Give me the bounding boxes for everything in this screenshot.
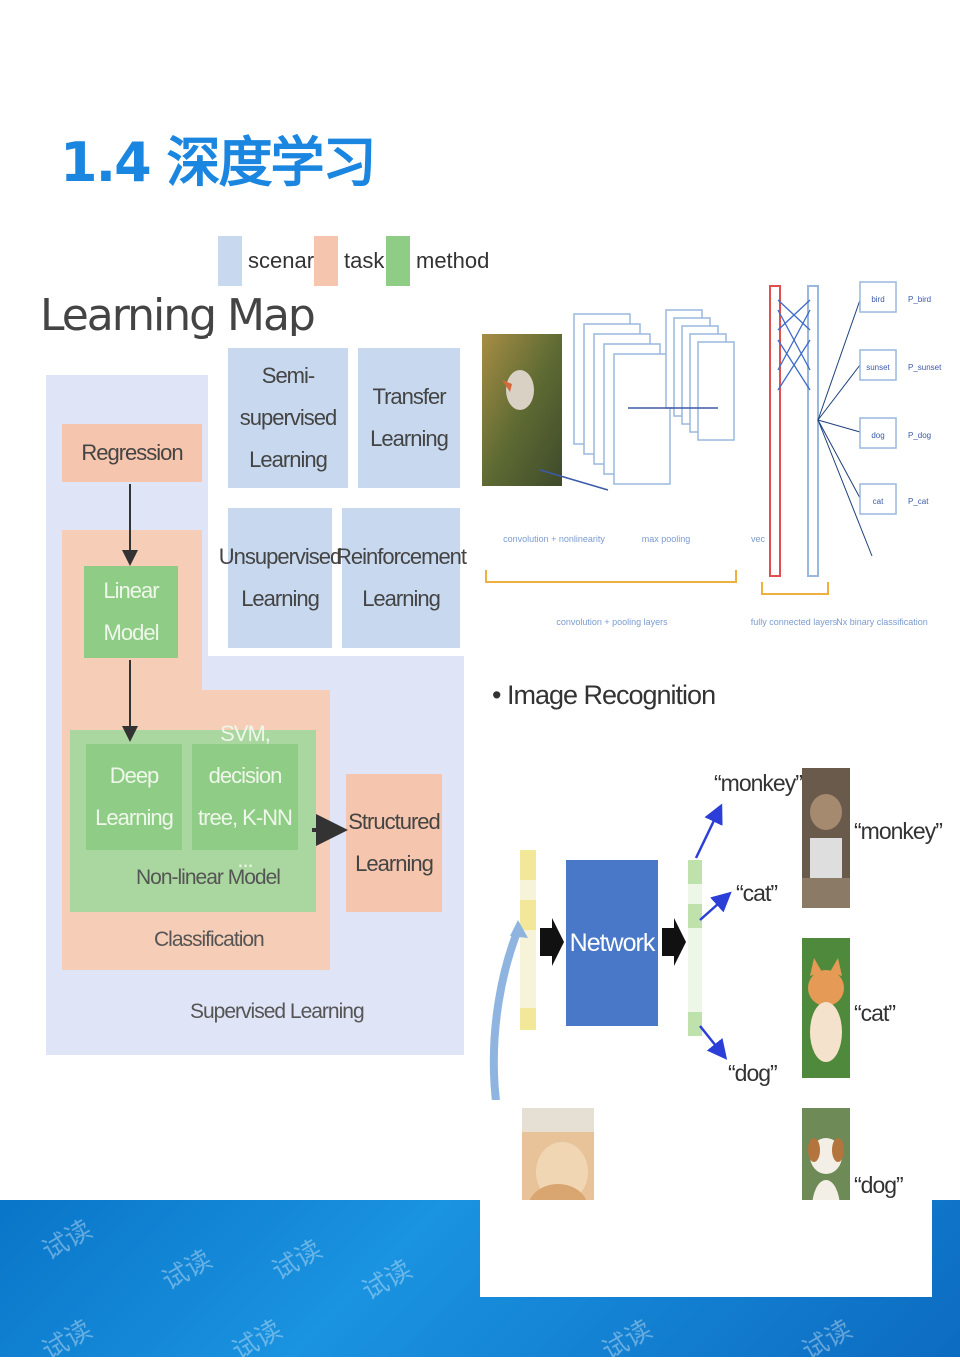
arrow-monkey [694,803,723,859]
feedback-arrowhead [510,920,528,938]
output-cell [688,860,702,884]
label-fc: fully connected layers [751,617,838,627]
recognition-flow [489,803,732,1100]
label-monkey: “monkey” [714,770,803,796]
fc-connections [777,299,811,391]
arrow-dog [699,1025,728,1060]
transfer-box: Transfer Learning [358,348,460,488]
feedback-curve [489,928,522,1100]
watermark: 试读 [157,1244,218,1297]
output-cell [688,904,702,928]
arrow-into-network [540,918,564,966]
input-cell [520,850,536,880]
sample-label-cat: “cat” [854,1000,896,1026]
page-title: 1.4 深度学习 [60,131,376,194]
legend-method: method [386,236,489,286]
image-panel-extension [480,1200,932,1297]
learning-map-arrows [122,484,348,846]
legend-swatch [386,236,410,286]
out-cat: cat [873,497,884,506]
prob-dog: P_dog [908,431,931,440]
watermark: 试读 [227,1314,288,1367]
structured-learning-box: Structured Learning [346,774,442,912]
label-conv: convolution + nonlinearity [503,534,605,544]
conv-feature-maps [573,313,671,485]
linear-model-box: Linear Model [84,566,178,658]
learning-map-title: Learning Map [40,290,316,341]
deep-learning-box: Deep Learning [86,744,182,850]
unsupervised-box: Unsupervised Learning [219,508,342,648]
bird-beak [502,380,512,392]
label-binary: Nx binary classification [836,617,928,627]
regression-box: Regression [62,424,202,482]
output-boxes [859,281,897,515]
legend-swatch [218,236,242,286]
sample-label-monkey: “monkey” [854,818,943,844]
out-bird: bird [871,295,884,304]
classification-label: Classification [154,928,265,951]
watermark: 试读 [357,1254,418,1307]
prob-bird: P_bird [908,295,931,304]
label-pool: max pooling [642,534,691,544]
watermark: 试读 [797,1314,858,1367]
legend-swatch [314,236,338,286]
out-sunset: sunset [866,363,890,372]
legend-task: task [314,236,384,286]
legend-label: method [416,248,490,273]
conv-link [539,469,609,491]
semi-supervised-box: Semi-supervised Learning [228,348,348,488]
svm-box: SVM, decision tree, K-NN ... [192,721,298,872]
arrow-out-of-network [662,918,686,966]
sample-label-dog: “dog” [854,1172,904,1198]
supervised-label: Supervised Learning [190,1000,365,1023]
network-box: Network [566,860,658,1026]
input-vector [520,850,536,1020]
output-connections [817,299,873,557]
watermark: 试读 [37,1214,98,1267]
input-cell [520,900,536,930]
watermark: 试读 [37,1314,98,1367]
label-vec: vec [751,534,766,544]
watermark: 试读 [597,1314,658,1367]
cat-photo [802,938,850,1078]
bird-head [506,370,534,410]
vec-column [769,285,781,577]
pool-feature-maps [665,309,735,441]
prob-sunset: P_sunset [908,363,942,372]
input-cell [520,1008,536,1030]
out-dog: dog [871,431,884,440]
fc-column [807,285,819,577]
arrow-cat [699,891,732,921]
label-dog: “dog” [728,1060,778,1086]
label-conv-pool-layers: convolution + pooling layers [556,617,668,627]
cnn-diagram: bird sunset dog cat P_bird P_sunset P_do… [482,281,942,627]
monkey-photo [802,768,850,908]
prob-cat: P_cat [908,497,929,506]
output-cell [688,1012,702,1036]
conv-pool-bracket [485,570,737,583]
reinforcement-box: Reinforcement Learning [336,508,467,648]
image-recognition-heading: • Image Recognition [492,680,716,710]
non-linear-label: Non-linear Model [136,866,281,889]
bird-photo [482,334,562,486]
fc-bracket [761,582,829,595]
label-cat: “cat” [736,880,778,906]
legend-label: task [344,248,385,273]
watermark: 试读 [267,1234,328,1287]
output-vector [688,860,702,1030]
